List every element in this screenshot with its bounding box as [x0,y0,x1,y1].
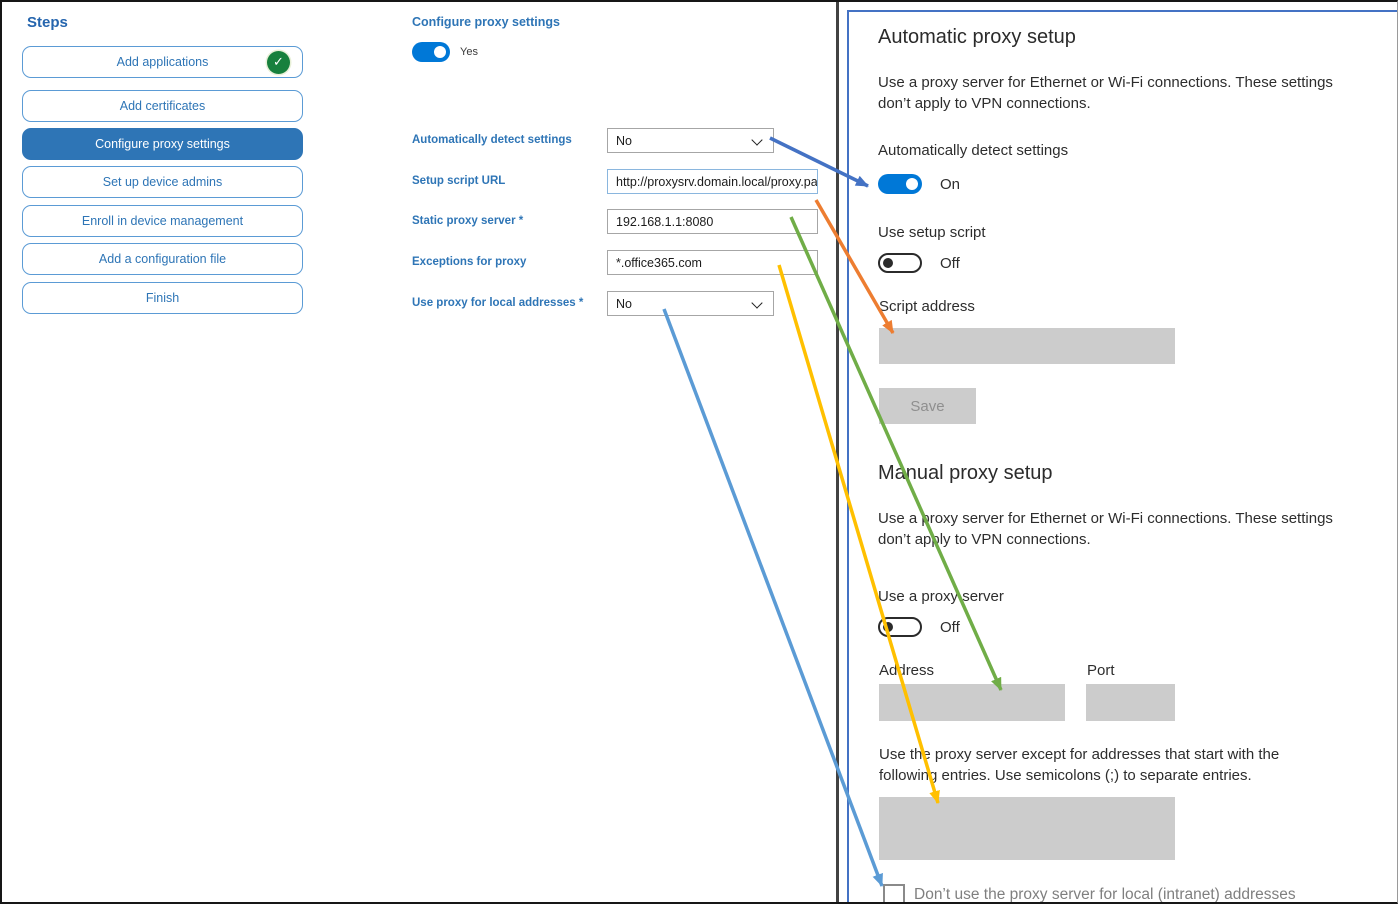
toggle-knob [906,178,918,190]
save-button[interactable]: Save [879,388,976,424]
use-setup-script-toggle[interactable] [878,253,922,273]
sidebar-item-add-a-configuration-file[interactable]: Add a configuration file [22,243,303,275]
step-label: Finish [145,291,180,305]
local-addresses-checkbox[interactable] [883,884,905,902]
step-label: Add a configuration file [98,252,227,266]
sidebar-item-add-applications[interactable]: Add applications ✓ [22,46,303,78]
sidebar-item-add-certificates[interactable]: Add certificates [22,90,303,122]
field-label-exceptions-for-proxy: Exceptions for proxy [412,256,527,268]
sidebar-item-set-up-device-admins[interactable]: Set up device admins [22,166,303,198]
step-label: Configure proxy settings [95,137,230,151]
field-label-use-proxy-local: Use proxy for local addresses * [412,297,584,309]
use-proxy-local-select[interactable]: No [607,291,774,316]
address-input[interactable] [879,684,1065,721]
proxy-exceptions-textarea[interactable] [879,797,1175,860]
chevron-down-icon [751,297,763,309]
exceptions-for-proxy-input[interactable] [616,251,817,274]
port-input[interactable] [1086,684,1175,721]
manual-proxy-heading: Manual proxy setup [878,462,1053,484]
configure-proxy-toggle-label: Yes [460,46,478,58]
use-setup-script-label: Use setup script [878,224,986,241]
configure-proxy-toggle[interactable] [412,42,450,62]
step-label: Add applications [116,55,209,69]
detect-settings-select[interactable]: No [607,128,774,153]
field-label-static-proxy-server: Static proxy server * [412,215,524,227]
step-label: Set up device admins [102,175,223,189]
proxy-exceptions-description: Use the proxy server except for addresse… [879,746,1280,784]
toggle-knob [434,46,446,58]
form-title: Configure proxy settings [412,15,560,29]
select-value: No [616,296,632,311]
sidebar-item-finish[interactable]: Finish [22,282,303,314]
detect-settings-toggle-state: On [940,176,961,193]
automatic-proxy-description: Use a proxy server for Ethernet or Wi-Fi… [878,74,1333,112]
detect-settings-toggle[interactable] [878,174,922,194]
toggle-knob [883,258,893,268]
steps-title: Steps [27,14,68,31]
completed-check-icon: ✓ [267,50,290,74]
step-label: Enroll in device management [81,214,244,228]
static-proxy-server-field-wrap [607,209,818,234]
sidebar-item-enroll-in-device-management[interactable]: Enroll in device management [22,205,303,237]
manual-proxy-description: Use a proxy server for Ethernet or Wi-Fi… [878,510,1333,548]
setup-script-url-field-wrap [607,169,818,194]
use-setup-script-toggle-state: Off [940,255,960,272]
script-address-label: Script address [879,298,975,315]
use-proxy-server-toggle-state: Off [940,619,960,636]
detect-settings-label: Automatically detect settings [878,142,1069,159]
sidebar-item-configure-proxy-settings[interactable]: Configure proxy settings [22,128,303,160]
section-divider [836,2,839,902]
step-label: Add certificates [119,99,206,113]
static-proxy-server-input[interactable] [616,210,817,233]
toggle-knob [883,622,893,632]
script-address-input[interactable] [879,328,1175,364]
automatic-proxy-heading: Automatic proxy setup [878,26,1076,48]
local-addresses-checkbox-label: Don’t use the proxy server for local (in… [914,886,1296,903]
use-proxy-server-label: Use a proxy server [878,588,1004,605]
select-value: No [616,133,632,148]
use-proxy-server-toggle[interactable] [878,617,922,637]
exceptions-for-proxy-field-wrap [607,250,818,275]
chevron-down-icon [751,134,763,146]
field-label-setup-script-url: Setup script URL [412,175,506,187]
field-label-detect-settings: Automatically detect settings [412,134,572,146]
port-label: Port [1087,662,1115,679]
address-label: Address [879,662,935,679]
setup-script-url-input[interactable] [616,170,817,193]
